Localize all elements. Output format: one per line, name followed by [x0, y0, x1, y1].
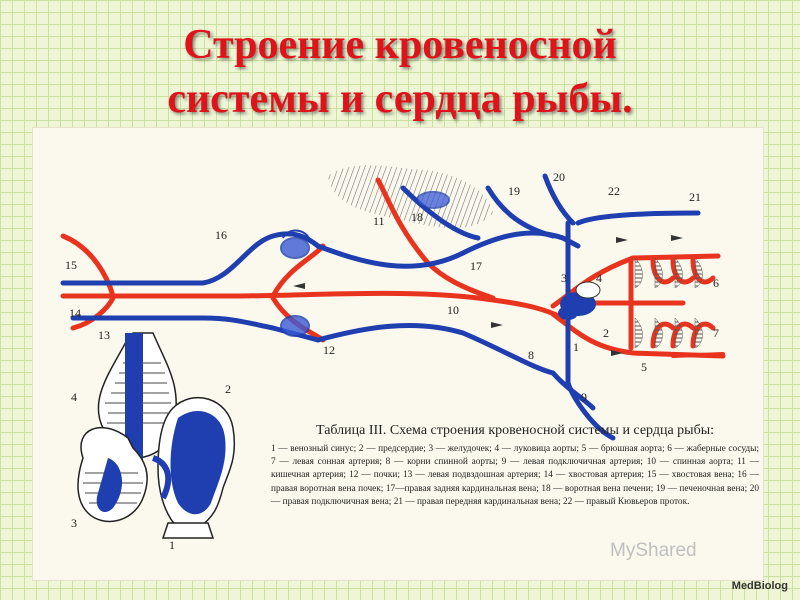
caudal-vein-lower	[70, 315, 321, 343]
label-6: 6	[713, 276, 719, 290]
flow-arrows	[293, 235, 683, 356]
label-11: 11	[373, 214, 385, 228]
heart-label-1: 1	[169, 538, 175, 552]
aorta-root-lower	[550, 311, 726, 359]
label-13: 13	[98, 328, 110, 342]
watermark: MyShared	[610, 540, 697, 561]
label-9: 9	[581, 390, 587, 404]
veins	[60, 173, 701, 441]
label-22: 22	[608, 184, 620, 198]
circulatory-diagram-figure: 15 14 13 16 12 11 18 19 20 22 21 17 10 3…	[33, 128, 763, 580]
label-17: 17	[470, 259, 482, 273]
label-10: 10	[447, 303, 459, 317]
venous-sinus	[161, 522, 215, 539]
heart-detail	[77, 332, 236, 539]
circulatory-scheme	[60, 165, 726, 539]
gill-filaments	[634, 257, 703, 349]
posterior-cardinal-vein	[315, 230, 581, 269]
caption-title: Таблица III. Схема строения кровеносной …	[315, 423, 714, 438]
liver-capillaries	[416, 191, 450, 209]
hepatic-vein	[485, 185, 556, 239]
brand-label: MedBiolog	[731, 580, 788, 592]
label-3: 3	[561, 271, 567, 285]
slide-title-line-2: системы и сердца рыбы.	[167, 76, 633, 122]
label-4: 4	[596, 271, 602, 285]
caudal-tail-lower	[70, 295, 116, 331]
label-7: 7	[713, 326, 719, 340]
dorsal-aorta	[60, 290, 566, 321]
posterior-cardinal-lower	[315, 322, 556, 376]
heart-scheme	[558, 281, 601, 320]
label-5: 5	[641, 360, 647, 374]
heart-label-2: 2	[225, 382, 231, 396]
label-14: 14	[69, 306, 81, 320]
subclavian-vein	[542, 173, 576, 226]
label-1: 1	[573, 340, 579, 354]
caudal-tail-upper	[60, 233, 116, 299]
heart-label-3: 3	[71, 516, 77, 530]
label-21: 21	[689, 190, 701, 204]
hepatic-portal-vein	[400, 185, 481, 241]
label-19: 19	[508, 184, 520, 198]
slide-title-line-1: Строение кровеносной	[183, 22, 617, 68]
label-20: 20	[553, 170, 565, 184]
figure-caption: Таблица III. Схема строения кровеносной …	[271, 423, 759, 509]
label-16: 16	[215, 228, 227, 242]
slide-title: Строение кровеносной системы и сердца ры…	[0, 18, 800, 126]
vein-to-sinus	[565, 380, 616, 441]
label-12: 12	[323, 343, 335, 357]
anterior-cardinal-vein	[575, 210, 701, 226]
label-15: 15	[65, 258, 77, 272]
caudal-vein	[60, 231, 321, 286]
caption-body: 1 — венозный синус; 2 — предсердие; 3 — …	[271, 444, 759, 507]
label-18: 18	[411, 210, 423, 224]
label-8: 8	[528, 348, 534, 362]
heart-label-4: 4	[71, 390, 77, 404]
label-2: 2	[603, 326, 609, 340]
kidney-lower	[280, 315, 310, 337]
carotid-artery	[671, 352, 725, 358]
kidney-upper	[280, 229, 310, 259]
